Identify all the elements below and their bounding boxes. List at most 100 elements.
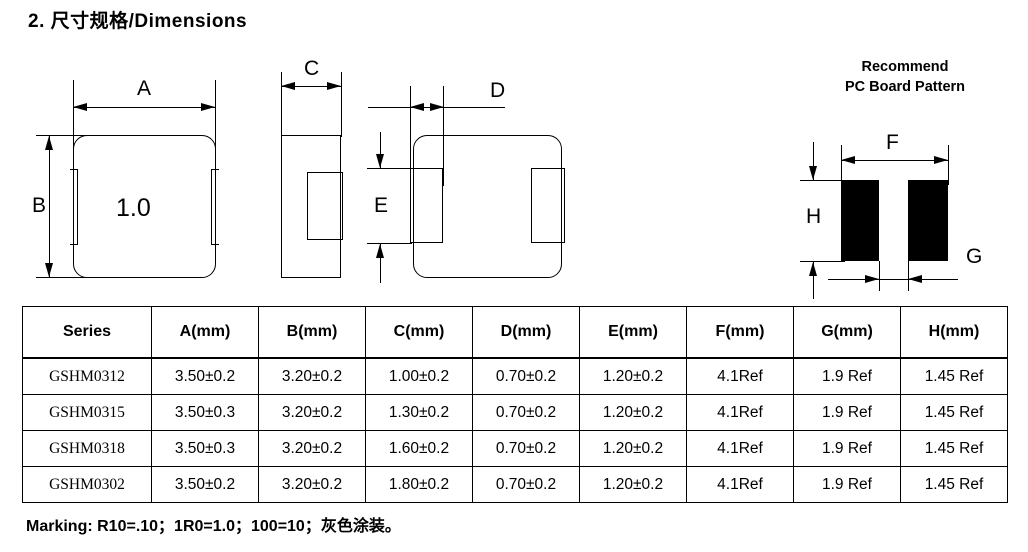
dim-d-ext-right bbox=[443, 86, 444, 186]
cell-b: 3.20±0.2 bbox=[258, 357, 366, 395]
dim-g-arrow-left bbox=[908, 275, 922, 283]
dimension-drawings: A B 1.0 C D bbox=[0, 50, 1028, 300]
cell-c: 1.80±0.2 bbox=[365, 466, 473, 503]
cell-d: 0.70±0.2 bbox=[472, 466, 580, 503]
dim-c-arrow-left bbox=[281, 82, 295, 90]
cell-h: 1.45 Ref bbox=[900, 466, 1008, 503]
dim-h-ext-top bbox=[800, 180, 845, 181]
dim-d-leader-right bbox=[443, 107, 505, 108]
cell-e: 1.20±0.2 bbox=[579, 466, 687, 503]
terminal-pad-left bbox=[410, 168, 443, 243]
dim-e-line-lower bbox=[380, 243, 381, 283]
dim-a-line bbox=[73, 107, 216, 108]
cell-h: 1.45 Ref bbox=[900, 357, 1008, 395]
cell-a: 3.50±0.2 bbox=[151, 466, 259, 503]
dim-h-line-upper bbox=[813, 142, 814, 180]
dim-d-label: D bbox=[490, 79, 506, 102]
dim-b-arrow-up bbox=[45, 136, 53, 150]
table-row: GSHM0318 3.50±0.3 3.20±0.2 1.60±0.2 0.70… bbox=[22, 430, 1008, 467]
dim-f-ext-right bbox=[948, 145, 949, 185]
cell-f: 4.1Ref bbox=[686, 466, 794, 503]
terminal-band-side bbox=[307, 172, 343, 240]
col-header-d: D(mm) bbox=[472, 306, 580, 359]
dim-f-arrow-right bbox=[934, 156, 948, 164]
figure-pcb-pattern: Recommend PC Board Pattern F H G bbox=[790, 50, 1028, 300]
dim-f-ext-left bbox=[841, 145, 842, 185]
dim-d-leader-left bbox=[368, 107, 410, 108]
cell-series: GSHM0312 bbox=[22, 357, 152, 395]
dim-g-ext-left bbox=[879, 261, 880, 291]
page-title: 2. 尺寸规格/Dimensions bbox=[28, 11, 248, 32]
cell-series: GSHM0315 bbox=[22, 394, 152, 431]
dim-a-arrow-right bbox=[201, 103, 215, 111]
dim-a-label: A bbox=[137, 77, 152, 100]
dim-h-label: H bbox=[806, 205, 822, 228]
figure-top-view: A B 1.0 bbox=[0, 50, 260, 300]
pcb-pad-right bbox=[908, 180, 948, 261]
figure-bottom-view: D E bbox=[360, 50, 590, 300]
table-row: GSHM0312 3.50±0.2 3.20±0.2 1.00±0.2 0.70… bbox=[22, 357, 1008, 395]
pcb-pattern-caption: Recommend PC Board Pattern bbox=[800, 58, 1010, 97]
cell-e: 1.20±0.2 bbox=[579, 394, 687, 431]
dim-e-ext-top bbox=[367, 168, 412, 169]
cell-g: 1.9 Ref bbox=[793, 466, 901, 503]
dim-h-line-lower bbox=[813, 261, 814, 299]
cell-a: 3.50±0.3 bbox=[151, 394, 259, 431]
col-header-e: E(mm) bbox=[579, 306, 687, 359]
dim-d-arrow-left bbox=[410, 103, 424, 111]
cell-b: 3.20±0.2 bbox=[258, 394, 366, 431]
col-header-series: Series bbox=[22, 306, 152, 359]
dim-c-ext-left bbox=[281, 72, 282, 137]
pcb-pad-left bbox=[841, 180, 879, 261]
dim-d-line-inner bbox=[410, 107, 444, 108]
cell-h: 1.45 Ref bbox=[900, 430, 1008, 467]
component-body-top bbox=[73, 135, 216, 278]
cell-c: 1.00±0.2 bbox=[365, 357, 473, 395]
cell-a: 3.50±0.2 bbox=[151, 357, 259, 395]
dim-f-arrow-left bbox=[841, 156, 855, 164]
dim-f-line bbox=[841, 160, 949, 161]
dim-h-arrow-down bbox=[809, 166, 817, 180]
cell-a: 3.50±0.3 bbox=[151, 430, 259, 467]
terminal-pad-right bbox=[531, 168, 565, 243]
dim-b-ext-top bbox=[36, 135, 91, 136]
dim-h-arrow-up bbox=[809, 262, 817, 276]
dim-d-arrow-right bbox=[430, 103, 444, 111]
dim-d-ext-left bbox=[410, 86, 411, 186]
dim-g-line bbox=[828, 279, 958, 280]
dim-f-label: F bbox=[886, 131, 899, 154]
dim-c-line bbox=[281, 86, 342, 87]
terminal-tab-right bbox=[211, 169, 219, 245]
cell-series: GSHM0302 bbox=[22, 466, 152, 503]
col-header-c: C(mm) bbox=[365, 306, 473, 359]
cell-d: 0.70±0.2 bbox=[472, 430, 580, 467]
dim-g-arrow-right bbox=[865, 275, 879, 283]
pcb-caption-line2: PC Board Pattern bbox=[844, 78, 966, 95]
dim-e-ext-bottom bbox=[367, 243, 412, 244]
dim-a-arrow-left bbox=[73, 103, 87, 111]
dim-c-label: C bbox=[304, 57, 320, 80]
cell-e: 1.20±0.2 bbox=[579, 357, 687, 395]
table-row: GSHM0315 3.50±0.3 3.20±0.2 1.30±0.2 0.70… bbox=[22, 394, 1008, 431]
cell-d: 0.70±0.2 bbox=[472, 394, 580, 431]
dimensions-table: Series A(mm) B(mm) C(mm) D(mm) E(mm) F(m… bbox=[22, 306, 1008, 503]
col-header-b: B(mm) bbox=[258, 306, 366, 359]
cell-d: 0.70±0.2 bbox=[472, 357, 580, 395]
col-header-a: A(mm) bbox=[151, 306, 259, 359]
cell-c: 1.30±0.2 bbox=[365, 394, 473, 431]
cell-b: 3.20±0.2 bbox=[258, 430, 366, 467]
component-value-label: 1.0 bbox=[116, 194, 151, 222]
component-body-side bbox=[281, 135, 341, 278]
marking-note: Marking: R10=.10；1R0=1.0；100=10；灰色涂装。 bbox=[26, 518, 401, 535]
component-body-bottom bbox=[413, 135, 562, 278]
pcb-caption-line1: Recommend bbox=[861, 59, 949, 75]
cell-series: GSHM0318 bbox=[22, 430, 152, 467]
dim-b-line bbox=[49, 135, 50, 278]
dim-b-label: B bbox=[32, 194, 47, 217]
figure-side-view: C bbox=[262, 50, 372, 300]
dim-e-arrow-down bbox=[376, 154, 384, 168]
cell-f: 4.1Ref bbox=[686, 430, 794, 467]
terminal-tab-left bbox=[70, 169, 78, 245]
cell-f: 4.1Ref bbox=[686, 357, 794, 395]
dim-e-line-upper bbox=[380, 132, 381, 168]
